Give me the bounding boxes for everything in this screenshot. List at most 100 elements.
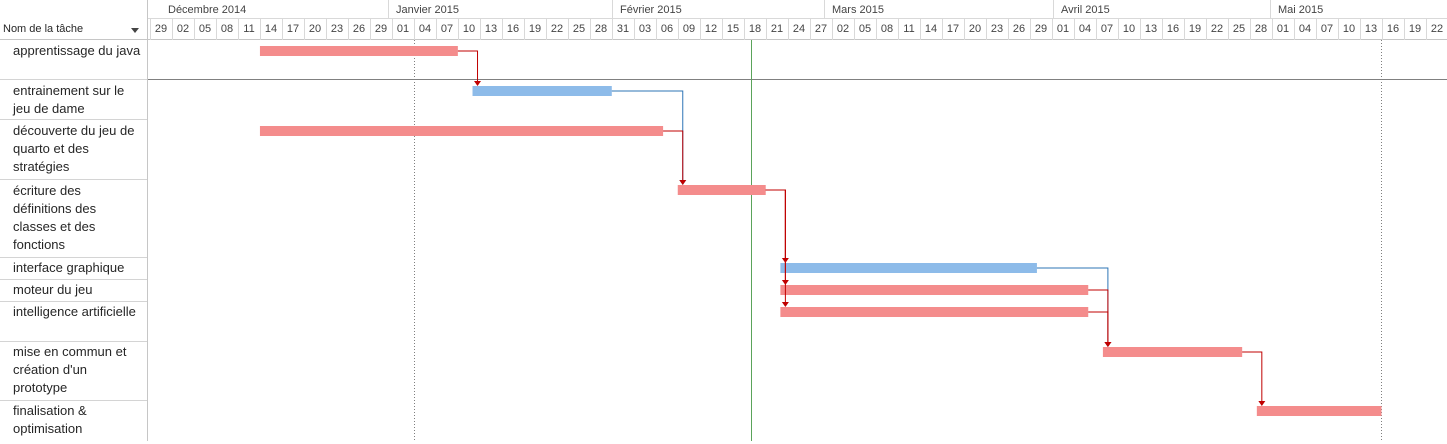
month-label: Décembre 2014 <box>168 4 246 16</box>
dependency-link <box>1088 311 1109 346</box>
gantt-bar <box>780 285 1089 295</box>
day-tick-label: 23 <box>331 23 343 35</box>
day-tick-label: 16 <box>1387 23 1399 35</box>
task-name: écriture des définitions des classes et … <box>13 183 97 252</box>
month-label: Avril 2015 <box>1061 4 1110 16</box>
day-tick-label: 17 <box>287 23 299 35</box>
day-tick-label: 28 <box>595 23 607 35</box>
day-tick-label: 04 <box>419 23 431 35</box>
day-tick-label: 13 <box>1145 23 1157 35</box>
dependency-link <box>1088 289 1109 346</box>
gantt-bar <box>1102 347 1243 357</box>
task-row[interactable]: intelligence artificielle <box>0 302 147 342</box>
day-tick-label: 16 <box>1167 23 1179 35</box>
day-tick-label: 24 <box>793 23 805 35</box>
day-tick-label: 05 <box>859 23 871 35</box>
day-tick-label: 08 <box>221 23 233 35</box>
day-tick-label: 29 <box>1035 23 1047 35</box>
day-tick-label: 19 <box>1409 23 1421 35</box>
day-tick-label: 08 <box>881 23 893 35</box>
task-name: découverte du jeu de quarto et des strat… <box>13 123 135 174</box>
task-name: mise en commun et création d'un prototyp… <box>13 344 127 395</box>
dependency-link <box>611 90 684 184</box>
day-tick-label: 13 <box>485 23 497 35</box>
day-tick-label: 20 <box>309 23 321 35</box>
task-row[interactable]: apprentissage du java <box>0 40 147 80</box>
day-tick-label: 07 <box>441 23 453 35</box>
day-tick-label: 17 <box>947 23 959 35</box>
month-label: Mai 2015 <box>1278 4 1323 16</box>
day-tick-label: 02 <box>177 23 189 35</box>
day-tick-label: 14 <box>925 23 937 35</box>
day-tick-label: 13 <box>1365 23 1377 35</box>
day-tick-label: 27 <box>815 23 827 35</box>
dependency-arrowhead <box>781 302 789 307</box>
dependency-link <box>457 50 479 85</box>
day-tick-label: 25 <box>1233 23 1245 35</box>
dependency-link <box>765 189 786 306</box>
task-name: entrainement sur le jeu de dame <box>13 83 125 116</box>
task-row[interactable]: interface graphique <box>0 258 147 280</box>
day-tick-label: 20 <box>969 23 981 35</box>
day-tick-label: 04 <box>1079 23 1091 35</box>
gantt-bar <box>259 46 458 56</box>
day-tick-label: 23 <box>991 23 1003 35</box>
day-tick-label: 16 <box>507 23 519 35</box>
task-name: apprentissage du java <box>13 43 141 58</box>
day-tick-label: 15 <box>727 23 739 35</box>
gantt-svg: Décembre 2014 Janvier 2015 Février 2015 Mar… <box>148 0 1447 441</box>
day-tick-label: 25 <box>573 23 585 35</box>
dependency-arrowhead <box>679 180 687 185</box>
day-tick-label: 10 <box>1343 23 1355 35</box>
day-tick-label: 26 <box>1013 23 1025 35</box>
task-row[interactable]: écriture des définitions des classes et … <box>0 180 147 258</box>
timescale-header <box>148 0 1447 40</box>
day-tick-label: 04 <box>1299 23 1311 35</box>
gantt-bar <box>780 263 1037 273</box>
day-tick-label: 22 <box>1431 23 1443 35</box>
day-tick-label: 07 <box>1321 23 1333 35</box>
day-tick-label: 29 <box>375 23 387 35</box>
day-tick-label: 14 <box>265 23 277 35</box>
dependency-arrowhead <box>474 81 482 86</box>
day-tick-label: 03 <box>639 23 651 35</box>
day-tick-label: 01 <box>1057 23 1069 35</box>
day-tick-label: 01 <box>397 23 409 35</box>
task-name: intelligence artificielle <box>13 304 136 319</box>
day-tick-label: 26 <box>353 23 365 35</box>
task-row[interactable]: mise en commun et création d'un prototyp… <box>0 342 147 401</box>
dependency-arrowhead <box>1258 401 1266 406</box>
day-tick-label: 12 <box>705 23 717 35</box>
task-row[interactable]: découverte du jeu de quarto et des strat… <box>0 120 147 180</box>
dropdown-arrow-icon[interactable] <box>131 28 139 33</box>
day-tick-label: 19 <box>1189 23 1201 35</box>
dependency-link <box>765 189 786 262</box>
day-tick-label: 18 <box>749 23 761 35</box>
day-tick-label: 28 <box>1255 23 1267 35</box>
task-row[interactable]: entrainement sur le jeu de dame <box>0 80 147 120</box>
task-name-column-header[interactable]: Nom de la tâche <box>0 0 147 40</box>
day-tick-label: 02 <box>837 23 849 35</box>
task-name: finalisation & optimisation <box>13 403 87 436</box>
gantt-chart-area[interactable]: Décembre 2014 Janvier 2015 Février 2015 Mar… <box>148 0 1447 441</box>
task-name: interface graphique <box>13 260 125 275</box>
month-label: Janvier 2015 <box>396 4 459 16</box>
task-name-header-label: Nom de la tâche <box>3 23 84 35</box>
dependency-arrowhead <box>1104 342 1112 347</box>
day-tick-label: 22 <box>551 23 563 35</box>
task-row[interactable]: finalisation & optimisation <box>0 401 147 441</box>
day-tick-label: 06 <box>661 23 673 35</box>
day-tick-label: 29 <box>155 23 167 35</box>
day-tick-label: 05 <box>199 23 211 35</box>
gantt-bar <box>1256 406 1382 416</box>
day-tick-label: 09 <box>683 23 695 35</box>
month-label: Février 2015 <box>620 4 682 16</box>
day-tick-label: 11 <box>243 23 254 35</box>
month-label: Mars 2015 <box>832 4 884 16</box>
day-tick-label: 11 <box>903 23 914 35</box>
gantt-bar <box>780 307 1089 317</box>
gantt-bar <box>677 185 766 195</box>
task-name-panel: Nom de la tâche apprentissage du java en… <box>0 0 148 441</box>
gantt-bar <box>259 126 664 136</box>
task-row[interactable]: moteur du jeu <box>0 280 147 302</box>
